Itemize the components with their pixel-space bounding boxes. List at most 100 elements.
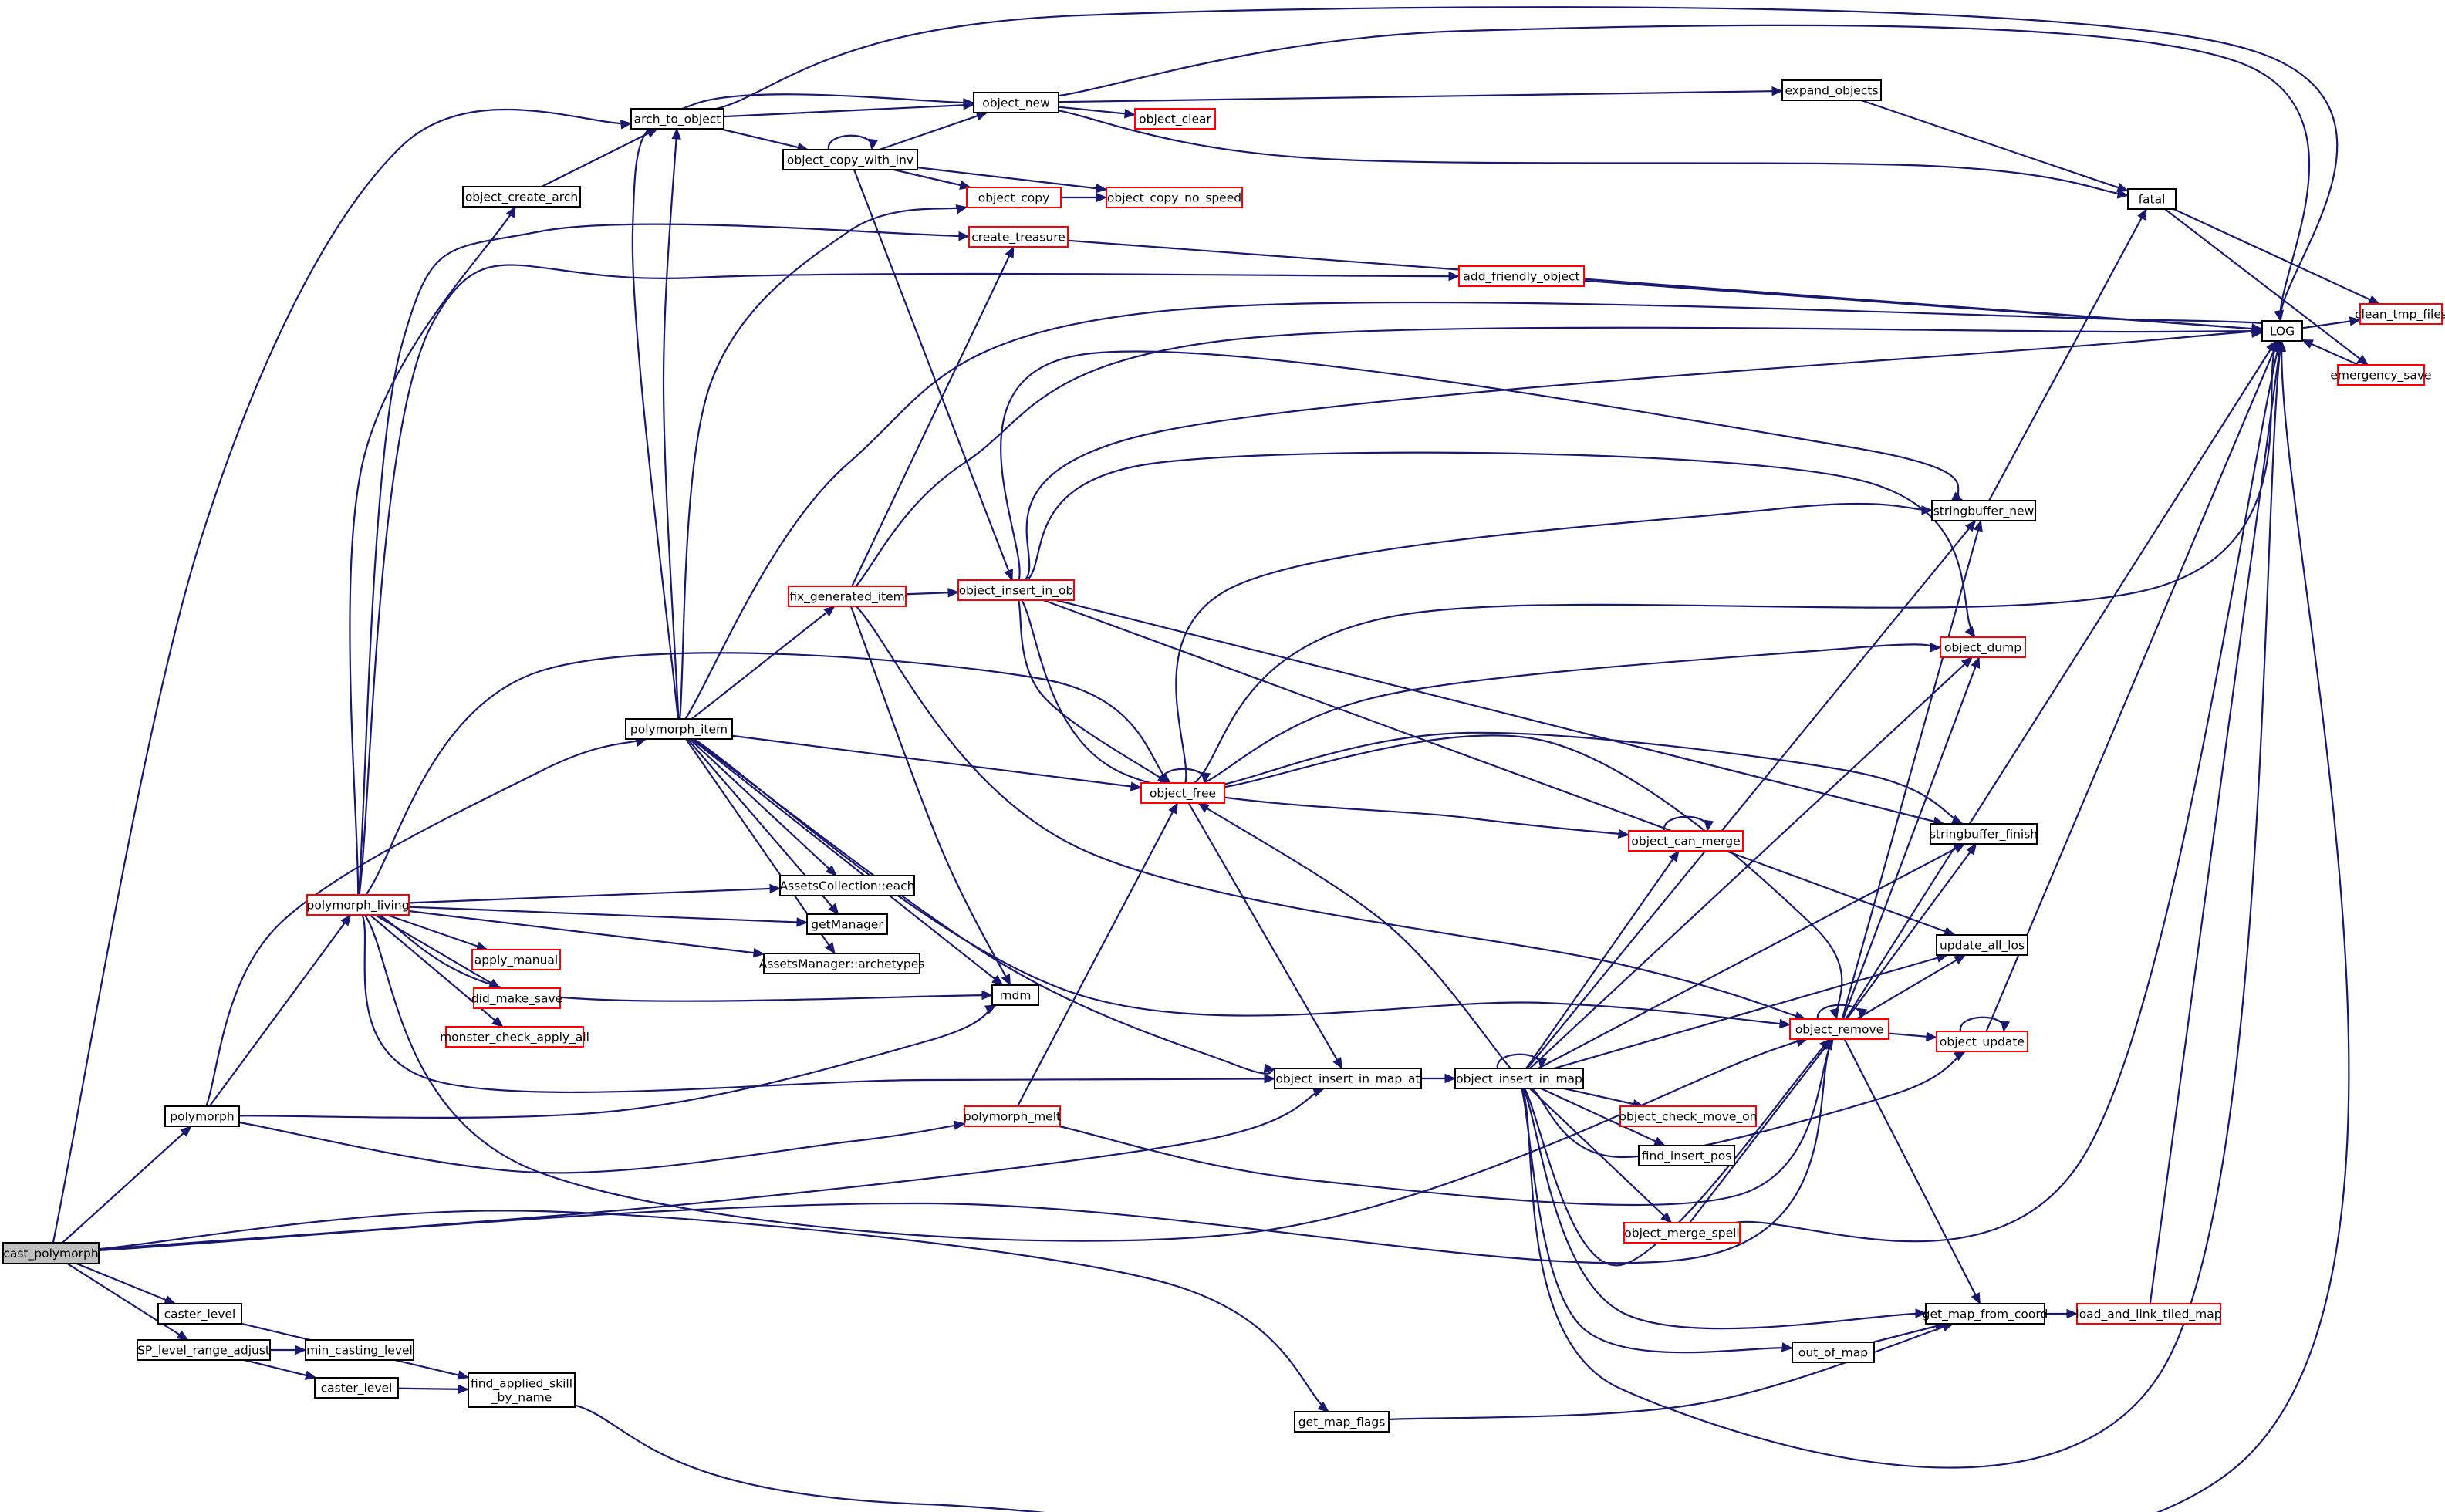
node-get_map_from_coord[interactable]: get_map_from_coord [1923,1303,2048,1325]
edge-object_copy_with_inv-to-object_copy_no_speed [917,167,1108,194]
arrowhead [2137,208,2147,221]
node-add_friendly_object[interactable]: add_friendly_object [1458,265,1585,287]
node-polymorph_melt[interactable]: polymorph_melt [964,1105,1061,1127]
arrowhead [1264,1074,1276,1084]
node-object_insert_in_map[interactable]: object_insert_in_map [1454,1068,1584,1089]
node-object_create_arch[interactable]: object_create_arch [462,186,581,208]
node-load_and_link_tiled_map[interactable]: load_and_link_tiled_map [2075,1303,2222,1325]
node-label: find_applied_skill [471,1377,572,1392]
node-object_copy[interactable]: object_copy [966,187,1062,208]
node-object_copy_with_inv[interactable]: object_copy_with_inv [782,149,918,170]
edge-caster_level_2-to-find_applied_skill_by_name [397,1384,470,1395]
node-box [1628,830,1744,852]
node-label: caster_level [321,1382,393,1396]
node-object_can_merge[interactable]: object_can_merge [1628,830,1744,852]
edge-polymorph-to-polymorph_item [205,737,647,1107]
node-stringbuffer_finish[interactable]: stringbuffer_finish [1930,823,2038,845]
node-label: clean_tmp_files [2355,308,2445,322]
node-label: AssetsManager::archetypes [759,957,925,971]
node-box [471,949,561,970]
node-object_free[interactable]: object_free [1140,782,1225,804]
node-object_check_move_on[interactable]: object_check_move_on [1619,1105,1758,1127]
edge-fix_generated_item-to-LOG [855,326,2271,587]
node-expand_objects[interactable]: expand_objects [1781,79,1882,101]
node-caster_level_1[interactable]: caster_level [157,1303,242,1325]
node-fatal[interactable]: fatal [2127,188,2177,210]
node-label: find_insert_pos [1642,1149,1732,1164]
node-polymorph_living[interactable]: polymorph_living [306,894,410,916]
node-did_make_save[interactable]: did_make_save [471,987,562,1009]
edge-polymorph_living-to-add_friendly_object [358,264,1461,896]
node-clean_tmp_files[interactable]: clean_tmp_files [2355,303,2445,325]
arrowhead [1779,1018,1792,1029]
node-find_insert_pos[interactable]: find_insert_pos [1638,1145,1735,1166]
edge-cast_polymorph-to-arch_to_object [52,108,633,1244]
node-box [1930,823,2038,845]
node-object_clear[interactable]: object_clear [1134,108,1216,130]
node-out_of_map[interactable]: out_of_map [1792,1342,1875,1363]
edge-SP_level_range_adjust-to-min_casting_level [270,1345,307,1355]
edge-object_insert_in_map-to-object_can_merge [1525,849,1680,1069]
edge-polymorph_item-to-object_copy [679,204,968,720]
node-object_new[interactable]: object_new [973,92,1059,113]
node-object_update[interactable]: object_update [1936,1031,2028,1052]
node-box [1936,1031,2028,1052]
arrowhead [1168,802,1178,815]
node-monster_check_apply_all[interactable]: monster_check_apply_all [440,1026,589,1048]
node-label: SP_level_range_adjust [137,1344,270,1358]
node-box [445,1026,584,1048]
edge-object_insert_in_map-to-object_dump [1529,656,1973,1069]
edge-object_merge_spell-to-object_remove [1689,1038,1832,1223]
edge-object_can_merge-to-object_can_merge [1663,815,1714,832]
node-find_applied_skill_by_name[interactable]: find_applied_skill_by_name [468,1372,576,1408]
node-get_map_flags[interactable]: get_map_flags [1294,1411,1390,1433]
node-label: min_casting_level [306,1344,413,1358]
node-box [473,987,561,1009]
node-emergency_save[interactable]: emergency_save [2330,364,2432,386]
edge-get_map_from_coord-to-load_and_link_tiled_map [2045,1308,2079,1319]
edge-cast_polymorph-to-polymorph [62,1126,192,1244]
node-label: load_and_link_tiled_map [2075,1308,2221,1322]
edge-polymorph_item-to-LOG [684,301,2275,720]
node-getManager[interactable]: getManager [806,913,888,935]
edge-object_insert_in_map-to-object_merge_spell [1528,1088,1673,1223]
node-label: object_dump [1944,641,2021,656]
edge-object_free-to-object_insert_in_map_at [1187,802,1343,1070]
node-polymorph_item[interactable]: polymorph_item [625,718,733,740]
node-AssetsCollection_each[interactable]: AssetsCollection::each [779,875,915,896]
arrowhead [1921,505,1933,515]
node-arch_to_object[interactable]: arch_to_object [630,108,724,130]
node-object_dump[interactable]: object_dump [1940,636,2026,658]
node-object_insert_in_ob[interactable]: object_insert_in_ob [957,579,1075,601]
edge-polymorph_living-to-object_insert_in_map_at [361,914,1276,1094]
node-object_copy_no_speed[interactable]: object_copy_no_speed [1106,187,1243,208]
edge-find_applied_skill_by_name-to-LOG [574,339,2350,1512]
node-box [788,586,907,607]
node-caster_level_2[interactable]: caster_level [314,1377,399,1399]
node-box [973,92,1059,113]
node-object_insert_in_map_at[interactable]: object_insert_in_map_at [1274,1068,1422,1089]
node-rndm[interactable]: rndm [991,984,1039,1006]
arrowhead [2274,309,2284,322]
node-AssetsManager_archetypes[interactable]: AssetsManager::archetypes [759,953,925,974]
node-SP_level_range_adjust[interactable]: SP_level_range_adjust [137,1339,271,1361]
node-box [1931,500,2036,521]
node-cast_polymorph[interactable]: cast_polymorph [2,1242,100,1264]
node-box [137,1339,271,1361]
node-min_casting_level[interactable]: min_casting_level [305,1339,414,1361]
node-box [2261,320,2303,342]
edge-object_insert_in_map-to-update_all_los [1553,953,1949,1070]
node-fix_generated_item[interactable]: fix_generated_item [788,586,907,607]
node-polymorph[interactable]: polymorph [164,1105,240,1127]
node-LOG[interactable]: LOG [2261,320,2303,342]
node-update_all_los[interactable]: update_all_los [1936,934,2028,956]
node-create_treasure[interactable]: create_treasure [968,226,1069,248]
node-apply_manual[interactable]: apply_manual [471,949,561,970]
node-stringbuffer_new[interactable]: stringbuffer_new [1931,500,2036,521]
node-object_remove[interactable]: object_remove [1789,1018,1889,1040]
node-label: polymorph_item [630,723,728,737]
arrowhead [505,205,516,218]
node-label: did_make_save [471,992,562,1007]
node-object_merge_spell[interactable]: object_merge_spell [1623,1222,1741,1244]
arrowhead [180,1126,192,1137]
